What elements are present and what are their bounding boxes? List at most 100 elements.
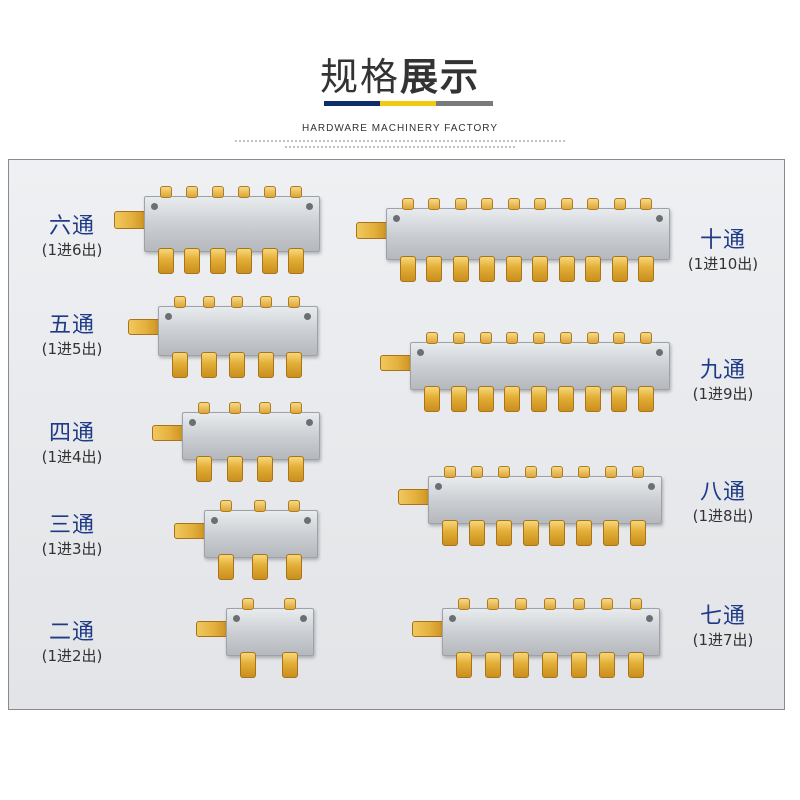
top-plug-fitting xyxy=(632,466,644,478)
top-plug-fitting xyxy=(452,332,465,344)
product-spec: (1进10出) xyxy=(687,255,759,273)
top-plug-fitting xyxy=(534,198,547,210)
mounting-hole xyxy=(165,313,172,320)
manifold-photo-four-way xyxy=(152,402,332,518)
outlet-fitting xyxy=(240,652,256,678)
top-plug-fitting xyxy=(613,198,626,210)
mounting-hole xyxy=(449,615,456,622)
outlet-fitting xyxy=(257,456,274,482)
outlet-fitting xyxy=(172,352,188,378)
manifold-photo-nine-way xyxy=(380,332,682,448)
manifold-photo-five-way xyxy=(128,296,330,414)
top-plug-fitting xyxy=(454,198,467,210)
label-three-way: 三通 (1进3出) xyxy=(22,513,122,559)
outlet-fitting xyxy=(226,456,243,482)
top-plug-fitting xyxy=(288,296,300,308)
outlet-fitting xyxy=(229,352,245,378)
outlet-fitting xyxy=(558,256,575,282)
product-name: 二通 xyxy=(48,620,95,645)
outlet-fitting xyxy=(210,248,226,274)
mounting-hole xyxy=(211,517,218,524)
top-plug-fitting xyxy=(198,402,210,414)
top-plug-fitting xyxy=(605,466,618,478)
top-plug-fitting xyxy=(259,402,272,414)
decorative-microtext-line xyxy=(235,140,565,142)
outlet-fitting xyxy=(468,520,485,546)
manifold-photo-six-way xyxy=(114,186,332,310)
top-plug-fitting xyxy=(586,332,599,344)
top-plug-fitting xyxy=(402,198,414,210)
manifold-photo-ten-way xyxy=(356,198,682,318)
outlet-fitting xyxy=(282,652,298,678)
underline-bar-gray xyxy=(436,101,493,106)
product-name: 四通 xyxy=(48,421,95,446)
outlet-fitting xyxy=(599,652,616,678)
aluminum-manifold-block xyxy=(204,510,318,558)
mounting-hole xyxy=(648,483,655,490)
product-name: 七通 xyxy=(699,604,746,629)
aluminum-manifold-block xyxy=(182,412,320,460)
aluminum-manifold-block xyxy=(226,608,314,656)
aluminum-manifold-block xyxy=(158,306,318,356)
page-subtitle: HARDWARE MACHINERY FACTORY xyxy=(301,123,499,134)
product-spec: (1进8出) xyxy=(692,507,754,525)
outlet-fitting xyxy=(479,256,496,282)
top-plug-fitting xyxy=(470,466,483,478)
outlet-fitting xyxy=(257,352,274,378)
product-spec: (1进5出) xyxy=(41,340,103,358)
mounting-hole xyxy=(304,517,311,524)
top-plug-fitting xyxy=(290,186,302,198)
top-plug-fitting xyxy=(202,296,215,308)
title-light: 规格 xyxy=(319,55,400,99)
product-spec: (1进7出) xyxy=(692,631,754,649)
outlet-fitting xyxy=(542,652,558,678)
underline-bar-yellow xyxy=(380,101,437,106)
top-plug-fitting xyxy=(212,186,224,198)
manifold-photo-seven-way xyxy=(412,598,672,714)
mounting-hole xyxy=(151,203,158,210)
top-plug-fitting xyxy=(238,186,250,198)
outlet-fitting xyxy=(504,386,521,412)
product-spec: (1进9出) xyxy=(692,385,754,403)
label-seven-way: 七通 (1进7出) xyxy=(668,604,778,650)
mounting-hole xyxy=(189,419,196,426)
outlet-fitting xyxy=(218,554,234,580)
outlet-fitting xyxy=(262,248,278,274)
mounting-hole xyxy=(417,349,424,356)
outlet-fitting xyxy=(522,520,539,546)
top-plug-fitting xyxy=(288,500,300,512)
manifold-photo-two-way xyxy=(196,598,326,714)
top-plug-fitting xyxy=(231,296,243,308)
inlet-fitting xyxy=(398,488,432,505)
mounting-hole xyxy=(656,215,663,222)
top-plug-fitting xyxy=(640,332,652,344)
product-name: 八通 xyxy=(699,480,746,505)
outlet-fitting xyxy=(484,652,501,678)
outlet-fitting xyxy=(184,248,200,274)
top-plug-fitting xyxy=(290,402,302,414)
outlet-fitting xyxy=(456,652,472,678)
top-plug-fitting xyxy=(544,598,556,610)
mounting-hole xyxy=(393,215,400,222)
outlet-fitting xyxy=(426,256,443,282)
top-plug-fitting xyxy=(479,332,492,344)
outlet-fitting xyxy=(400,256,416,282)
label-two-way: 二通 (1进2出) xyxy=(22,620,122,666)
outlet-fitting xyxy=(236,248,252,274)
top-plug-fitting xyxy=(264,186,276,198)
product-name: 十通 xyxy=(699,228,746,253)
label-four-way: 四通 (1进4出) xyxy=(22,421,122,467)
outlet-fitting xyxy=(557,386,574,412)
outlet-fitting xyxy=(505,256,522,282)
inlet-fitting xyxy=(152,424,186,441)
mounting-hole xyxy=(656,349,663,356)
outlet-fitting xyxy=(576,520,593,546)
top-plug-fitting xyxy=(160,186,172,198)
top-plug-fitting xyxy=(481,198,494,210)
outlet-fitting xyxy=(286,352,302,378)
outlet-fitting xyxy=(603,520,620,546)
inlet-fitting xyxy=(196,620,230,637)
outlet-fitting xyxy=(452,256,469,282)
aluminum-manifold-block xyxy=(428,476,662,524)
top-plug-fitting xyxy=(497,466,510,478)
